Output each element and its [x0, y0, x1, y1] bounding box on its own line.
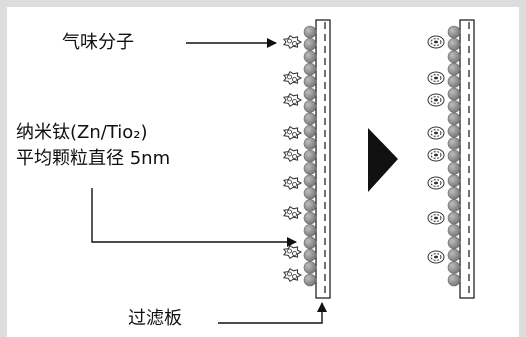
filter-plate-label: 过滤板 — [128, 308, 182, 329]
decomposed-ring-icon — [427, 126, 445, 140]
odor-molecules-after — [427, 35, 445, 264]
spiky-molecule-icon — [282, 34, 303, 50]
particle-ball — [447, 25, 461, 39]
particle-ball — [447, 100, 461, 113]
particle-ball — [303, 199, 317, 212]
particle-ball — [447, 273, 461, 287]
spiky-molecule-icon — [282, 205, 303, 221]
particle-ball — [447, 149, 461, 163]
particle-ball — [447, 137, 461, 150]
particle-ball — [447, 50, 461, 64]
right-triangle-icon — [368, 128, 398, 192]
spiky-molecule-icon — [282, 244, 303, 260]
filter-plate-right — [459, 19, 475, 299]
particle-ball — [447, 62, 461, 76]
particle-ball — [303, 186, 317, 200]
decomposed-ring-icon — [427, 35, 445, 49]
particle-ball — [447, 261, 461, 274]
particle-ball — [447, 199, 461, 212]
nano-titanium-label: 纳米钛(Zn/Tio₂) — [16, 122, 148, 143]
particle-ball — [303, 261, 317, 274]
particle-ball — [447, 75, 461, 88]
particle-ball — [303, 38, 317, 51]
particle-ball — [303, 124, 317, 138]
particle-ball — [303, 112, 317, 126]
particle-ball — [303, 87, 317, 101]
particle-ball — [303, 100, 317, 113]
particle-ball — [303, 50, 317, 64]
spiky-molecule-icon — [282, 70, 303, 86]
particle-ball — [303, 62, 317, 76]
particle-ball — [447, 236, 461, 250]
particle-ball — [447, 124, 461, 138]
particle-ball — [447, 162, 461, 175]
odor-molecules-before — [282, 34, 303, 283]
particle-ball — [447, 248, 461, 262]
particle-ball — [303, 75, 317, 88]
particle-ball — [447, 186, 461, 200]
particle-ball — [303, 149, 317, 163]
filter-plate-label-arrow — [218, 302, 327, 324]
particle-ball — [303, 273, 317, 287]
particle-ball — [447, 87, 461, 101]
particle-diameter-label: 平均颗粒直径 5nm — [16, 148, 171, 169]
particle-ball — [447, 38, 461, 51]
particle-ball — [447, 211, 461, 225]
particle-ball — [303, 174, 317, 188]
decomposed-ring-icon — [427, 148, 445, 162]
decomposed-ring-icon — [427, 211, 445, 225]
nano-titanium-particles-left — [303, 25, 317, 287]
spiky-molecule-icon — [282, 147, 303, 163]
spiky-molecule-icon — [282, 267, 303, 283]
particle-ball — [447, 174, 461, 188]
nano-titanium-particles-right — [447, 25, 461, 287]
nano-titanium-label-arrow — [91, 188, 297, 247]
particle-ball — [303, 25, 317, 39]
particle-ball — [303, 211, 317, 225]
odor-molecule-label: 气味分子 — [62, 32, 134, 53]
spiky-molecule-icon — [282, 175, 303, 191]
filter-plate-left — [315, 19, 331, 299]
spiky-molecule-icon — [282, 92, 303, 108]
particle-ball — [303, 137, 317, 150]
decomposed-ring-icon — [427, 71, 445, 85]
particle-ball — [303, 248, 317, 262]
particle-ball — [447, 224, 461, 237]
particle-ball — [303, 224, 317, 237]
decomposed-ring-icon — [427, 176, 445, 190]
particle-ball — [303, 162, 317, 175]
decomposed-ring-icon — [427, 250, 445, 264]
decomposed-ring-icon — [427, 93, 445, 107]
particle-ball — [447, 112, 461, 126]
spiky-molecule-icon — [282, 125, 303, 141]
particle-ball — [303, 236, 317, 250]
